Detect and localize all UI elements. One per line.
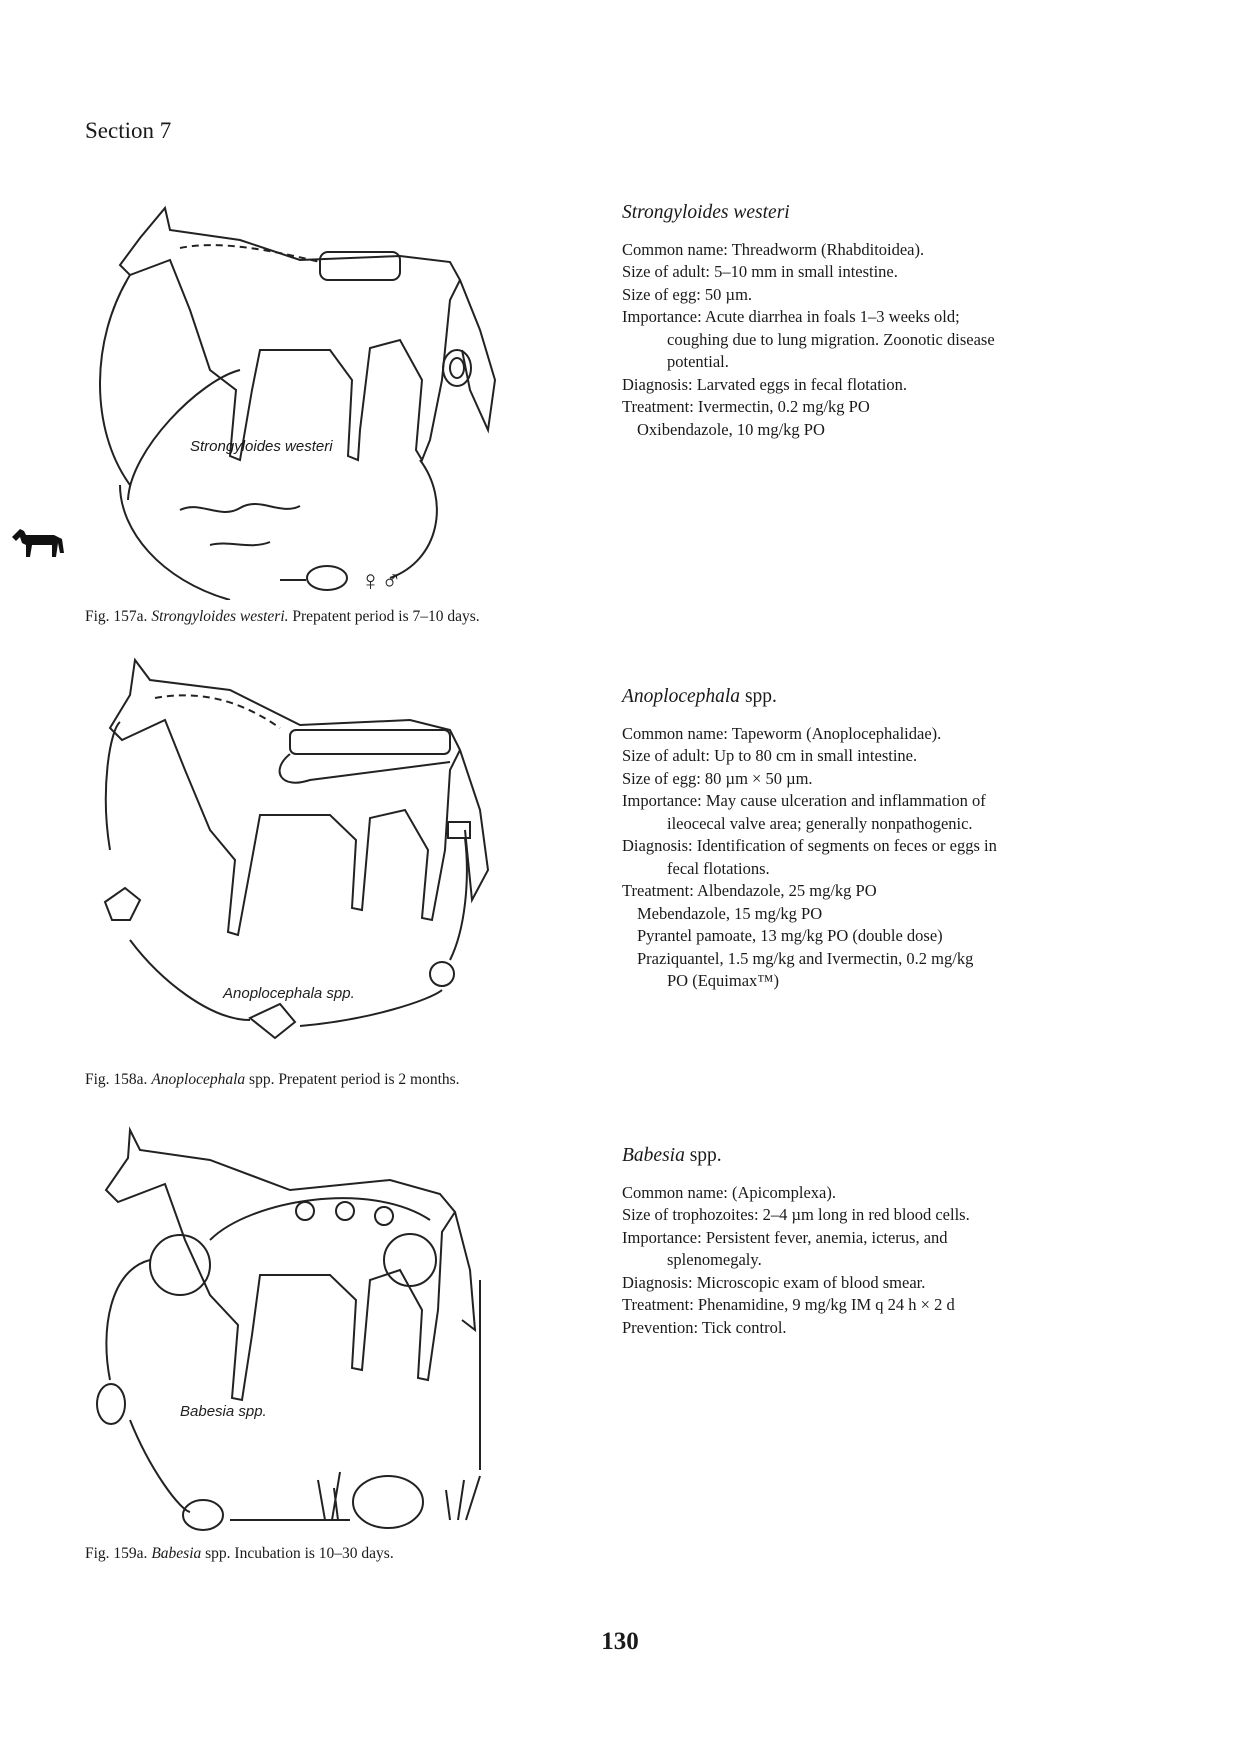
size-egg: Size of egg: 80 µm × 50 µm. [622,768,813,788]
horse-outline [104,1126,477,1402]
diagnosis: Diagnosis: Identification of segments on… [622,836,997,855]
figure-label-babesia: Babesia spp. [180,1403,267,1420]
common-name: Common name: Threadworm (Rhabditoidea). [622,239,925,259]
importance-cont: ileocecal valve area; generally nonpatho… [667,813,973,833]
diagnosis: Diagnosis: Microscopic exam of blood sme… [622,1272,926,1292]
treatment-cont: PO (Equimax™) [667,971,779,990]
importance: Importance: Persistent fever, anemia, ic… [622,1227,948,1247]
common-name: Common name: (Apicomplexa). [622,1182,836,1202]
importance-cont: splenomegaly. [667,1250,762,1269]
entry-title: Strongyloides westeri [622,202,790,223]
entry-anoplocephala: Anoplocephala spp. Common name: Tapeworm… [622,686,1182,993]
tick-icon [149,1234,211,1296]
prevention: Prevention: Tick control. [622,1317,787,1337]
caption-fig-159a: Fig. 159a. Babesia spp. Incubation is 10… [85,1545,394,1562]
treatment-cont: Pyrantel pamoate, 13 mg/kg PO (double do… [637,926,943,945]
entry-title: Babesia spp. [622,1145,722,1166]
caption-fig-158a: Fig. 158a. Anoplocephala spp. Prepatent … [85,1071,460,1088]
egg-icon [429,961,455,987]
diagnosis: Diagnosis: Larvated eggs in fecal flotat… [622,374,907,394]
intestine-icon [319,251,401,281]
importance: Importance: May cause ulceration and inf… [622,791,986,810]
page-number: 130 [601,1628,639,1655]
treatment: Treatment: Phenamidine, 9 mg/kg IM q 24 … [622,1295,955,1314]
diagnosis-cont: fecal flotations. [667,858,770,878]
figure-label-anoplocephala: Anoplocephala spp. [222,985,355,1002]
size-egg: Size of egg: 50 µm. [622,284,753,304]
figure-babesia-lifecycle: Babesia spp. [70,1120,540,1540]
treatment-cont: Oxibendazole, 10 mg/kg PO [637,419,825,439]
entry-title: Anoplocephala spp. [622,686,777,707]
sex-symbols: ♀♂ [360,566,402,597]
larva-icon [179,503,301,513]
size-adult: Size of adult: Up to 80 cm in small inte… [622,746,918,765]
egg-icon [182,1499,224,1531]
horse-outline [108,657,490,937]
figure-label-strongyloides: Strongyloides westeri [190,438,333,455]
figure-anoplocephala-lifecycle: Anoplocephala spp. [70,650,540,1060]
size-adult: Size of adult: 5–10 mm in small intestin… [622,262,898,281]
horse-icon [10,523,70,574]
importance-cont: potential. [667,352,729,371]
egg-icon [442,349,472,387]
sporozoite-icon [96,1383,126,1425]
engorged-tick-icon [352,1475,424,1529]
entry-strongyloides: Strongyloides westeri Common name: Threa… [622,202,1182,441]
caption-fig-157a: Fig. 157a. Strongyloides westeri. Prepat… [85,608,480,625]
figure-strongyloides-lifecycle: ♀♂ Strongyloides westeri [70,200,540,601]
treatment: Treatment: Ivermectin, 0.2 mg/kg PO [622,397,870,416]
importance-cont: coughing due to lung migration. Zoonotic… [667,329,995,349]
tapeworm-icon [289,729,451,755]
treatment: Treatment: Albendazole, 25 mg/kg PO [622,881,877,900]
importance: Importance: Acute diarrhea in foals 1–3 … [622,307,960,326]
grass-icon [317,1471,481,1521]
treatment-cont: Praziquantel, 1.5 mg/kg and Ivermectin, … [637,948,974,968]
size-trophozoites: Size of trophozoites: 2–4 µm long in red… [622,1205,970,1224]
treatment-cont: Mebendazole, 15 mg/kg PO [637,903,823,923]
horse-outline [118,205,497,463]
mite-icon [103,886,142,921]
section-header: Section 7 [85,118,172,143]
proglottid-icon [447,821,471,839]
entry-babesia: Babesia spp. Common name: (Apicomplexa).… [622,1145,1182,1339]
common-name: Common name: Tapeworm (Anoplocephalidae)… [622,723,942,743]
